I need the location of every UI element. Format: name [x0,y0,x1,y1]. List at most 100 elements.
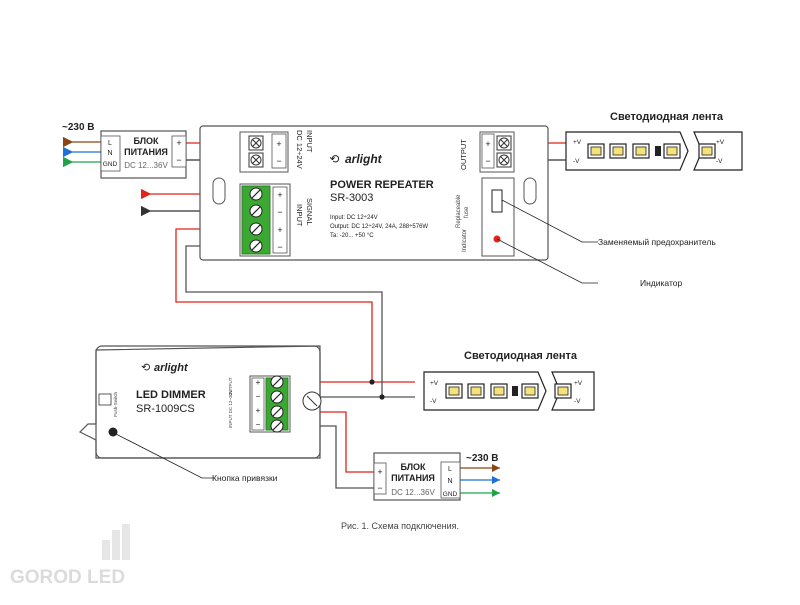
callout-button: Кнопка привязки [212,473,278,483]
fuse-label-2: fuse [464,206,470,218]
dimmer-screw-4 [270,419,284,433]
led-chip-icon [587,143,605,159]
led-chip-icon [490,383,508,399]
led-chip-icon [521,383,539,399]
repeater-input-plus: + [276,139,281,149]
wire-signal-in-plus [175,228,415,383]
junction-minus [379,394,385,400]
fuse-label-1: Replaceable [456,194,462,228]
wire-signal-in-minus [185,245,415,398]
screw-signal-2 [249,204,263,218]
repeater-signal-input-label: INPUT [295,204,304,227]
watermark-logo: GOROD LED [10,524,130,588]
resistor-icon [655,146,661,156]
dimmer-input-label: INPUT DC 12~24V [228,390,233,428]
resistor-icon [512,386,518,396]
push-switch-label: Push-Switch [113,391,118,417]
dimmer-pin-3: + [256,406,261,415]
callout-indicator: Индикатор [640,278,682,288]
mount-slot-right [523,177,537,205]
top-psu-pin-l: L [108,140,112,147]
repeater-input-voltage: DC 12÷24V [295,130,304,169]
led-chip-icon [467,383,485,399]
bottom-psu-title-2: ПИТАНИЯ [391,473,435,483]
watermark-text: GOROD LED [10,567,125,588]
led-chip-icon [698,143,716,159]
top-psu-pin-n: N [107,150,112,157]
screw-signal-1 [249,187,263,201]
screw-signal-4 [249,239,263,253]
bottom-psu-pin-l: L [448,466,452,473]
repeater-signal-label: SIGNAL [305,198,314,226]
middle-strip-plus: +V [430,380,439,387]
led-chip-icon [663,143,681,159]
repeater-output-label: OUTPUT [459,139,468,170]
bottom-power-supply: ~230 В + − L N GND БЛОК ПИТАНИЯ DC 12...… [373,452,499,501]
led-chip-icon [632,143,650,159]
svg-text:⟲: ⟲ [141,362,150,374]
led-chip-icon [445,383,463,399]
top-power-supply: ~230 В L N GND + − БЛОК ПИТАНИЯ DC 12...… [62,122,187,179]
top-psu-title-1: БЛОК [133,136,159,146]
led-chip-icon [554,383,572,399]
repeater-title: POWER REPEATER [330,179,434,191]
led-dimmer: ⟲ arlight LED DIMMER SR-1009CS Push-Swit… [78,345,322,459]
repeater-output-minus: − [485,156,490,166]
middle-strip-minus: -V [430,398,437,405]
callout-line-indicator [496,238,598,284]
bottom-psu-plus: + [377,467,382,477]
top-strip-plus-left: +V [573,139,582,146]
push-switch-icon [98,393,112,406]
bottom-psu-voltage: ~230 В [466,453,499,464]
signal-minus-2: − [277,242,282,252]
dimmer-pin-4: − [256,420,261,429]
top-psu-voltage: ~230 В [62,122,95,133]
repeater-output-plus: + [485,139,490,149]
repeater-model: SR-3003 [330,192,373,204]
top-strip-minus-left: -V [573,158,580,165]
bottom-psu-pin-gnd: GND [443,491,458,498]
middle-strip-title: Светодиодная лента [464,350,578,362]
dimmer-output-label: OUTPUT [228,377,233,396]
figure-caption: Рис. 1. Схема подключения. [341,521,459,531]
screw-output-plus [496,135,512,151]
led-chip-icon [609,143,627,159]
screw-output-minus [496,152,512,168]
junction-plus [369,379,375,385]
signal-plus-1: + [277,190,282,200]
indicator-label: Indicator [462,229,468,252]
bottom-psu-title-1: БЛОК [400,462,426,472]
callout-fuse: Заменяемый предохранитель [598,237,716,247]
dimmer-pin-1: + [256,378,261,387]
bottom-psu-pin-n: N [447,478,452,485]
power-repeater: + − INPUT DC 12÷24V + − + − SIGNAL INPUT… [199,125,549,261]
top-psu-plus: + [176,138,181,148]
svg-text:⟲: ⟲ [329,152,340,166]
fuse-icon [491,189,503,213]
dimmer-model: SR-1009CS [136,403,195,415]
top-strip-plus-right: +V [716,139,725,146]
middle-led-strip: Светодиодная лента +V -V +V -V [423,350,595,411]
pairing-button[interactable] [108,427,118,437]
screw-input-minus [248,152,264,168]
bottom-psu-output: DC 12...36V [391,488,435,497]
dimmer-screw-3 [270,405,284,419]
screw-signal-3 [249,222,263,236]
top-psu-output: DC 12...36V [124,161,168,170]
middle-strip-minus-right: -V [574,398,581,405]
mount-slot-left [212,177,226,205]
top-psu-minus: − [176,155,181,165]
signal-minus-1: − [277,207,282,217]
repeater-spec-output: Output: DC 12÷24V, 24A, 288÷576W [330,224,428,230]
svg-text:arlight: arlight [345,152,383,166]
repeater-logo: ⟲ arlight [329,152,383,166]
repeater-input-label: INPUT [305,130,314,153]
signal-plus-2: + [277,225,282,235]
dimmer-screw-1 [270,375,284,389]
callout-line-button [115,433,214,479]
screw-input-plus [248,135,264,151]
svg-text:arlight: arlight [154,362,189,374]
top-psu-title-2: ПИТАНИЯ [124,147,168,157]
dimmer-title: LED DIMMER [136,389,206,401]
